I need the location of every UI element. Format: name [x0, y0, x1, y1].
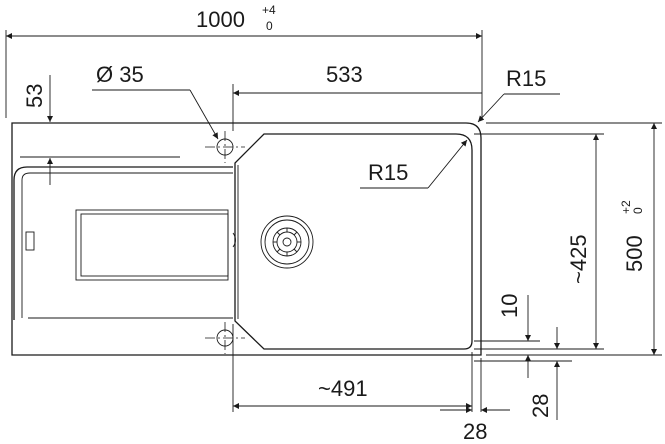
overall-width-tol-lower: 0	[266, 19, 273, 33]
drainer-outlet-slot	[25, 231, 35, 251]
tap-offset-value: 53	[22, 84, 47, 108]
rear-offset-value: 10	[497, 294, 522, 318]
tap-hole-bottom	[205, 322, 245, 354]
overall-width-tol-upper: +4	[262, 3, 276, 17]
drainer-area	[13, 156, 233, 320]
tap-hole-value: Ø 35	[96, 62, 144, 87]
dimension-front-offset-horizontal: 28	[440, 358, 510, 444]
dimension-outer-radius: R15	[477, 66, 560, 123]
dimension-drainer-length: ~491	[232, 324, 473, 412]
overall-width-value: 1000	[196, 7, 245, 32]
overall-depth-tol-lower: 0	[631, 207, 645, 214]
drain-strainer	[260, 215, 314, 269]
sink-outline	[11, 122, 482, 356]
overall-depth-tol-upper: +2	[619, 200, 633, 214]
front-offset-horizontal-value: 28	[463, 419, 487, 444]
outer-radius-value: R15	[506, 66, 546, 91]
bowl-radius-value: R15	[368, 160, 408, 185]
dimension-bowl-radius: R15	[360, 139, 468, 189]
front-offset-vertical-value: 28	[528, 394, 553, 418]
dimension-bowl-depth: ~425	[474, 133, 604, 350]
tap-hole-top	[205, 131, 245, 163]
bowl-outline	[234, 133, 473, 350]
dimension-tap-hole: Ø 35	[92, 62, 219, 140]
bowl-width-value: 533	[326, 62, 363, 87]
dimension-front-offset-vertical: 28	[474, 327, 572, 420]
dimension-overall-depth: 500 +2 0	[486, 122, 662, 356]
drainer-length-value: ~491	[318, 376, 368, 401]
dimension-bowl-width: 533	[232, 62, 482, 131]
dimension-tap-offset: 53	[22, 75, 53, 185]
dimension-rear-offset: 10	[474, 294, 540, 378]
bowl-depth-value: ~425	[566, 234, 591, 284]
overall-depth-value: 500	[622, 235, 647, 272]
dimension-overall-width: 1000 +4 0	[5, 3, 483, 118]
